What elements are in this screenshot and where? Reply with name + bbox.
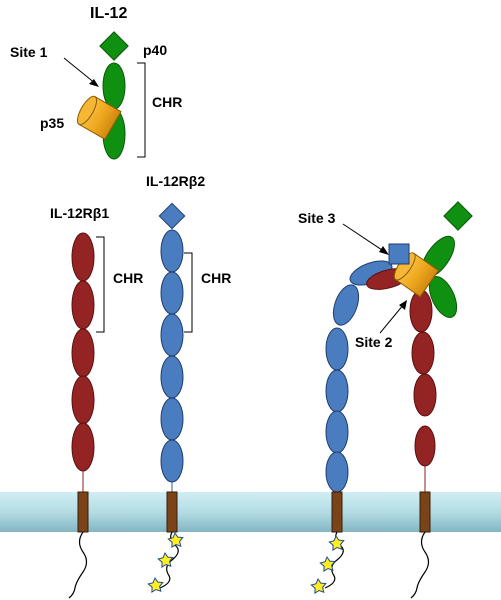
- receptor-beta1: [71, 232, 95, 472]
- beta1-domain-3: [71, 328, 95, 378]
- site1-arrowhead: [89, 79, 99, 87]
- complex-beta2-domain-5: [325, 410, 349, 454]
- complex-il12: [388, 201, 473, 318]
- receptor-beta2-label: IL-12Rβ2: [146, 173, 205, 189]
- phospho-star-icon: [157, 551, 174, 569]
- complex-beta1-domain-5: [414, 425, 436, 467]
- phospho-star-icon: [328, 534, 345, 552]
- complex-beta2-square-domain: [388, 243, 410, 265]
- beta2-domain-3: [160, 313, 184, 357]
- site3-arrowhead: [379, 246, 389, 255]
- site1-arrow: [63, 57, 97, 85]
- chr-bracket-beta1: [96, 236, 105, 333]
- complex-beta2-domain-2: [332, 284, 360, 326]
- chr-label-beta1: CHR: [113, 270, 143, 286]
- beta1-cytoplasmic-tail: [68, 531, 88, 599]
- p40-domain-ellipse-1: [102, 62, 126, 110]
- beta1-transmembrane: [77, 491, 89, 533]
- il12-free: [76, 31, 129, 160]
- p40-domain-diamond: [99, 31, 129, 61]
- phospho-star-icon: [147, 576, 164, 594]
- complex-beta1-domain-4: [413, 373, 437, 417]
- il12-title: IL-12: [90, 5, 127, 22]
- phospho-star-icon: [319, 555, 336, 573]
- complex-beta2-domain-6: [325, 451, 349, 493]
- complex-beta1-transmembrane: [419, 491, 431, 533]
- complex-beta1-domain-3: [411, 331, 435, 375]
- site3-label: Site 3: [298, 210, 336, 226]
- chr-label-beta2: CHR: [201, 270, 231, 286]
- p40-label: p40: [143, 42, 167, 58]
- site2-arrow: [379, 303, 405, 334]
- site2-label: Site 2: [355, 334, 393, 350]
- beta1-domain-1: [71, 232, 95, 282]
- phospho-star-icon: [310, 577, 327, 595]
- chr-bracket-beta2: [184, 252, 193, 333]
- complex-receptor-beta2: [325, 260, 393, 493]
- site3-arrow: [342, 223, 386, 253]
- site2-arrowhead: [399, 300, 407, 310]
- p35-label: p35: [40, 115, 64, 131]
- beta2-domain-2: [160, 271, 184, 315]
- site1-label: Site 1: [10, 44, 48, 60]
- receptor-beta2: [158, 202, 186, 483]
- complex-p40-diamond: [443, 201, 473, 231]
- beta1-domain-5: [71, 422, 95, 472]
- beta2-domain-1: [160, 229, 184, 273]
- complex-beta2-domain-3: [325, 327, 349, 371]
- beta2-domain-6: [160, 439, 184, 483]
- complex-beta2-transmembrane: [331, 491, 343, 533]
- phospho-star-icon: [167, 531, 184, 549]
- beta2-domain-4: [160, 355, 184, 399]
- receptor-beta1-label: IL-12Rβ1: [50, 205, 109, 221]
- complex-beta1-cytoplasmic-tail: [410, 531, 430, 599]
- beta1-domain-4: [71, 375, 95, 425]
- chr-bracket-il12: [137, 62, 146, 158]
- complex-beta2-domain-4: [325, 369, 349, 413]
- p35-cylinder: [76, 95, 122, 141]
- complex-receptor-beta1: [366, 268, 437, 467]
- chr-label-il12: CHR: [152, 94, 182, 110]
- beta2-transmembrane: [166, 491, 178, 533]
- beta1-domain-2: [71, 280, 95, 330]
- beta2-diamond-domain: [158, 202, 186, 230]
- beta2-domain-5: [160, 397, 184, 441]
